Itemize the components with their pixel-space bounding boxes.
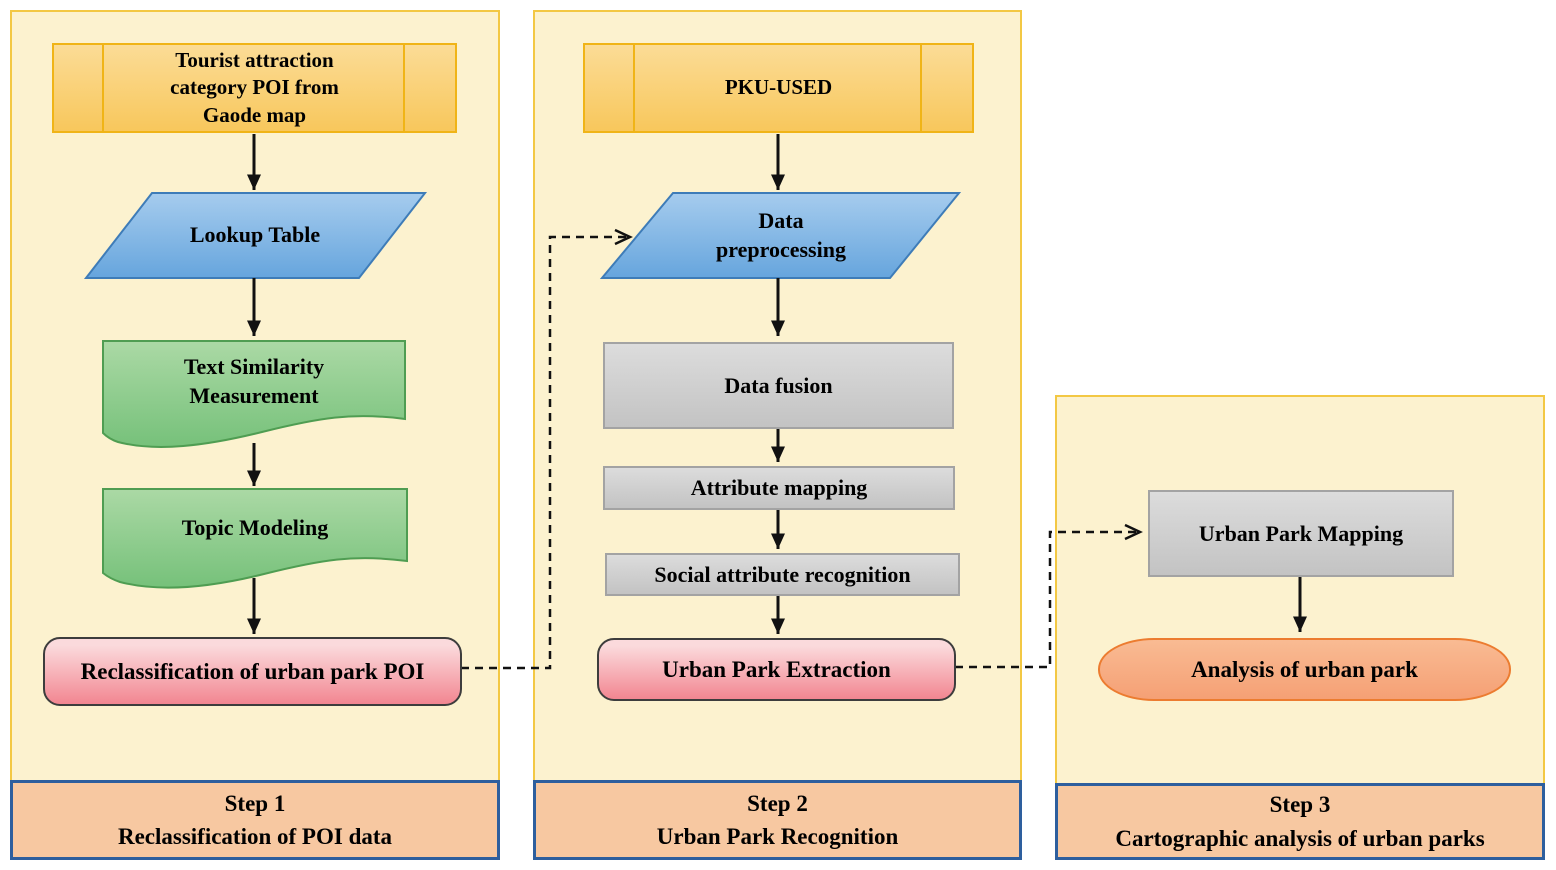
node-urban-park-mapping: Urban Park Mapping [1148,490,1454,577]
predefined-divider-left [633,45,635,131]
predefined-divider-right [920,45,922,131]
footer-step3-title: Step 3 [1269,792,1331,818]
social-attribute-recognition-label: Social attribute recognition [654,561,911,587]
node-data-preprocessing: Data preprocessing [637,193,925,278]
predefined-divider-left [102,45,104,131]
footer-step3-subtitle: Cartographic analysis of urban parks [1115,825,1485,851]
analysis-of-urban-park-label: Analysis of urban park [1191,656,1418,682]
footer-step2: Step 2 Urban Park Recognition [533,780,1022,860]
footer-step1-title: Step 1 [224,790,286,816]
node-urban-park-extraction: Urban Park Extraction [597,638,956,701]
node-pku-used-source: PKU-USED [583,43,974,133]
urban-park-mapping-label: Urban Park Mapping [1198,520,1404,546]
node-tourist-attraction-label: Tourist attraction category POI from Gao… [170,48,339,127]
node-text-similarity: Text Similarity Measurement [103,341,405,423]
predefined-divider-right [403,45,405,131]
attribute-mapping-label: Attribute mapping [690,475,868,500]
footer-step1: Step 1 Reclassification of POI data [10,780,500,860]
urban-park-extraction-label: Urban Park Extraction [662,656,891,682]
topic-modeling-shape [102,488,408,589]
node-lookup-table: Lookup Table [119,193,391,278]
lookup-table-shape [83,192,428,279]
footer-step2-subtitle: Urban Park Recognition [656,824,899,849]
footer-step3: Step 3 Cartographic analysis of urban pa… [1055,783,1545,860]
pku-used-label: PKU-USED [724,75,833,100]
text-similarity-shape [102,340,406,448]
node-analysis-of-urban-park: Analysis of urban park [1098,638,1511,701]
node-topic-modeling: Topic Modeling [103,489,407,567]
reclassification-label: Reclassification of urban park POI [80,658,425,684]
text-similarity-label: Text Similarity Measurement [183,354,325,408]
data-fusion-label: Data fusion [724,372,833,398]
data-preprocessing-label: Data preprocessing [716,207,846,262]
node-data-fusion: Data fusion [603,342,954,429]
node-tourist-attraction-source: Tourist attraction category POI from Gao… [52,43,457,133]
dashed-extraction-to-mapping [955,523,1143,669]
node-reclassification: Reclassification of urban park POI [43,637,462,706]
dashed-reclass-to-preprocessing [461,228,633,670]
node-social-attribute-recognition: Social attribute recognition [605,553,960,596]
footer-step2-title: Step 2 [747,790,808,816]
node-attribute-mapping: Attribute mapping [603,466,955,510]
lookup-table-label: Lookup Table [189,222,321,248]
topic-modeling-label: Topic Modeling [181,514,329,540]
footer-step1-subtitle: Reclassification of POI data [117,824,393,849]
data-preprocessing-shape [599,192,962,279]
